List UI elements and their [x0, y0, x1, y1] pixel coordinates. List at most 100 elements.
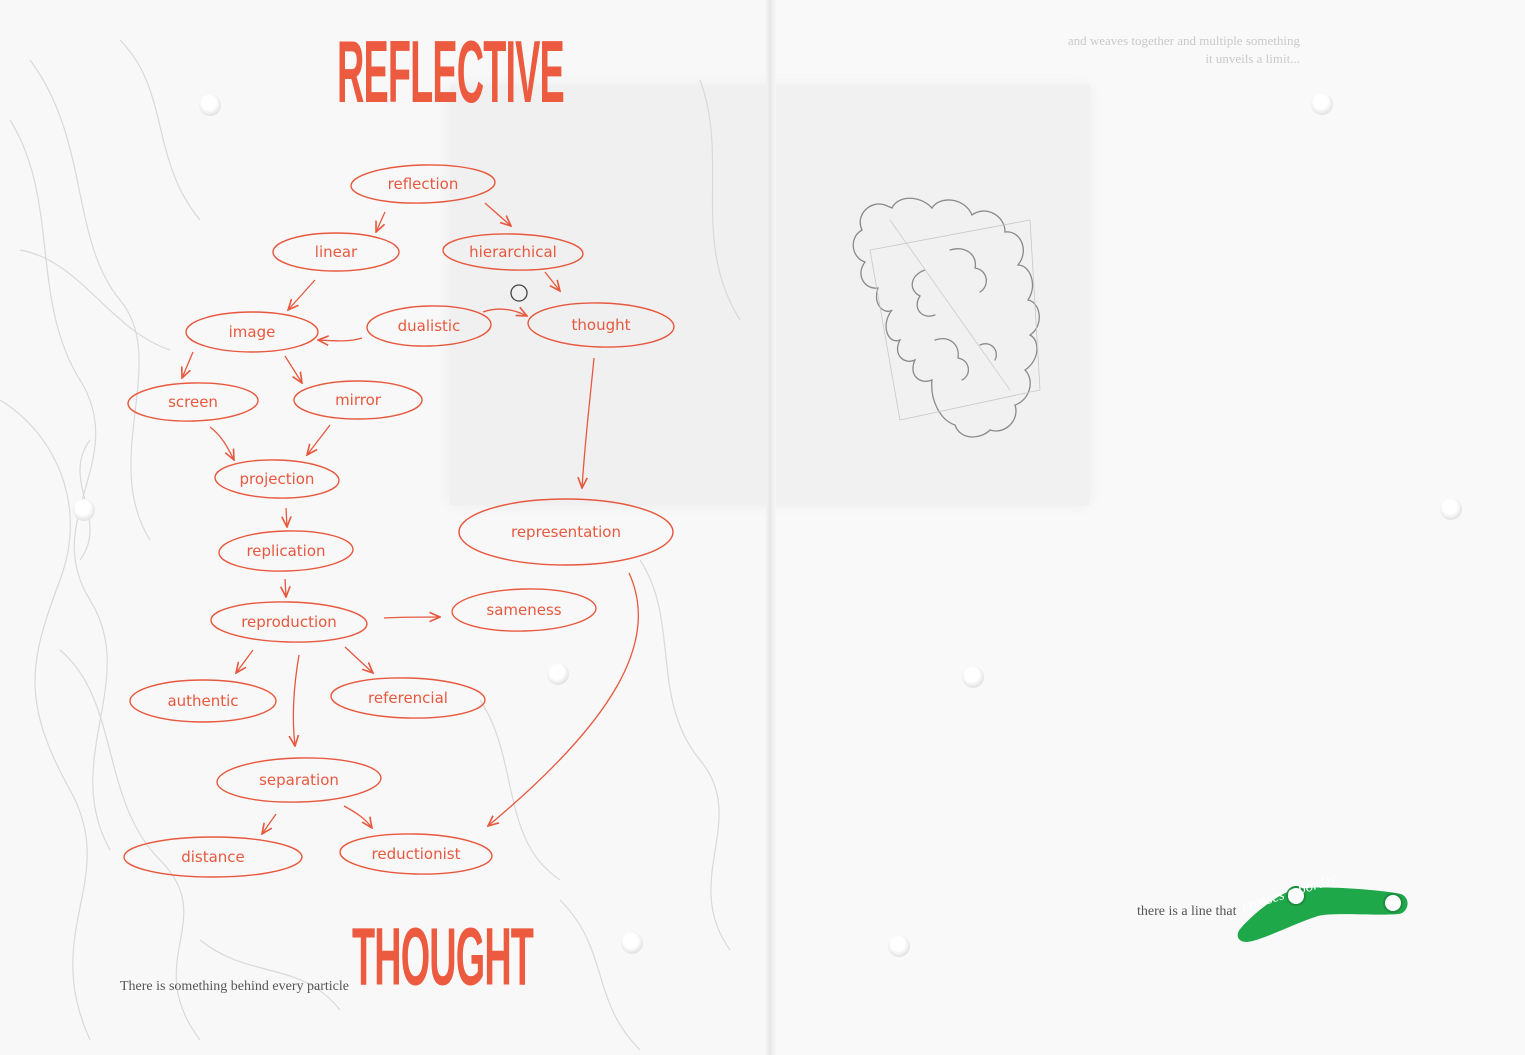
show-through-text: and weaves together and multiple somethi…: [1000, 32, 1300, 68]
node-sameness: sameness: [451, 588, 597, 632]
node-label: reproduction: [241, 613, 337, 631]
node-label: sameness: [486, 601, 561, 619]
edge-reflection-to-linear: [376, 211, 386, 232]
edge-replication-to-reproduction: [285, 578, 286, 597]
punch-hole: [888, 935, 910, 957]
concept-map: reflection linear hierarchical dualistic ima…: [123, 164, 675, 878]
node-outline: [210, 601, 368, 643]
edge-image-to-screen: [182, 351, 194, 378]
node-outline: [214, 459, 340, 499]
node-label: reflection: [388, 175, 459, 193]
sticker-shape: [1237, 887, 1408, 942]
background-scribbles: [0, 39, 741, 1051]
edge-reproduction-to-referencial: [344, 646, 373, 673]
sticker-dot: [1286, 886, 1306, 906]
node-outline: [218, 530, 354, 572]
node-outline: [442, 233, 584, 271]
node-outline: [127, 382, 259, 422]
node-reductionist: reductionist: [339, 833, 493, 875]
green-sticker: [1237, 886, 1408, 942]
ghost-line: and weaves together and multiple somethi…: [1067, 33, 1300, 48]
node-label: dualistic: [398, 317, 461, 335]
node-authentic: authentic: [129, 679, 277, 723]
left-page: [0, 0, 772, 1055]
title-thought: THOUGHT: [352, 912, 534, 1004]
node-label: screen: [168, 393, 218, 411]
ghost-line: it unveils a limit...: [1205, 51, 1300, 66]
punch-hole: [1311, 93, 1333, 115]
right-caption: there is a line that: [1137, 904, 1237, 919]
punch-hole: [199, 94, 221, 116]
node-projection: projection: [214, 459, 340, 499]
node-outline: [330, 677, 486, 719]
node-outline: [350, 164, 496, 204]
center-fold: [766, 0, 776, 1055]
left-caption: There is something behind every particle: [120, 979, 349, 994]
node-outline: [185, 311, 319, 353]
node-outline: [123, 836, 303, 878]
node-label: distance: [181, 848, 245, 866]
edge-projection-to-replication: [286, 507, 287, 527]
node-reproduction: reproduction: [210, 601, 368, 643]
edge-separation-to-reductionist: [343, 805, 372, 828]
node-outline: [366, 305, 492, 347]
node-label: projection: [240, 470, 315, 488]
node-distance: distance: [123, 836, 303, 878]
edge-image-to-mirror: [284, 355, 302, 383]
right-page: [772, 0, 1525, 1055]
edge-reflection-to-hierarchical: [484, 202, 511, 226]
node-outline: [451, 588, 597, 632]
node-mirror: mirror: [293, 380, 423, 420]
node-outline: [216, 757, 382, 803]
node-separation: separation: [216, 757, 382, 803]
node-replication: replication: [218, 530, 354, 572]
node-referencial: referencial: [330, 677, 486, 719]
node-outline: [339, 833, 493, 875]
node-outline: [527, 302, 675, 348]
edge-dualistic-to-thought: [482, 309, 527, 316]
node-linear: linear: [272, 232, 400, 272]
node-label: thought: [572, 316, 631, 334]
node-outline: [129, 679, 277, 723]
edge-dualistic-to-image: [318, 338, 363, 341]
node-outline: [458, 498, 674, 566]
node-label: image: [229, 323, 276, 341]
node-dualistic: dualistic: [366, 305, 492, 347]
punch-hole: [962, 666, 984, 688]
punch-hole: [73, 499, 95, 521]
node-label: replication: [246, 542, 325, 560]
small-circle-mark: [510, 284, 528, 302]
node-label: referencial: [368, 689, 448, 707]
edge-reproduction-to-authentic: [236, 649, 254, 673]
node-thought: thought: [527, 302, 675, 348]
punch-hole: [1440, 498, 1462, 520]
node-label: mirror: [335, 391, 382, 409]
node-reflection: reflection: [350, 164, 496, 204]
edge-mirror-to-projection: [307, 424, 331, 455]
node-label: linear: [315, 243, 358, 261]
node-outline: [272, 232, 400, 272]
node-screen: screen: [127, 382, 259, 422]
node-representation: representation: [458, 498, 674, 566]
node-hierarchical: hierarchical: [442, 233, 584, 271]
edge-reproduction-to-sameness: [383, 617, 440, 618]
node-label: hierarchical: [469, 243, 557, 261]
sticker-dot: [1383, 893, 1403, 913]
node-label: separation: [259, 771, 339, 789]
node-label: authentic: [167, 692, 238, 710]
edge-linear-to-image: [288, 279, 316, 310]
node-label: reductionist: [372, 845, 461, 863]
edge-thought-to-representation: [582, 357, 595, 488]
node-outline: [293, 380, 423, 420]
punch-hole: [547, 663, 569, 685]
edge-separation-to-distance: [262, 813, 277, 834]
edge-representation-to-reductionist: [488, 572, 640, 826]
cloud-sketch-drawing: [852, 197, 1041, 438]
node-image: image: [185, 311, 319, 353]
edge-hierarchical-to-thought: [544, 271, 560, 291]
title-reflective: REFLECTIVE: [337, 24, 565, 122]
edge-reproduction-to-separation: [293, 654, 300, 746]
node-label: representation: [511, 523, 621, 541]
punch-hole: [621, 932, 643, 954]
